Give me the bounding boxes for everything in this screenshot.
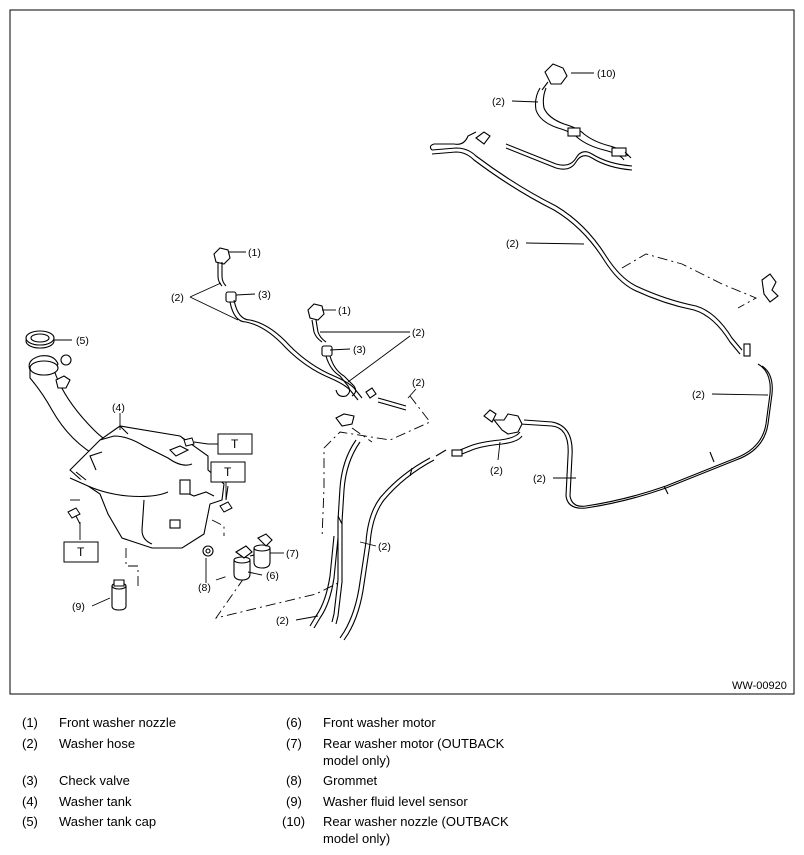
callout-6: (6) [266, 570, 279, 582]
parts-legend: (1) Front washer nozzle (2) Washer hose … [22, 715, 509, 846]
bolt [67, 437, 233, 525]
callout-2: (2) [412, 377, 425, 389]
rear-washer-nozzle [534, 63, 632, 161]
callout-2: (2) [490, 465, 503, 477]
callout-1: (1) [248, 247, 261, 259]
callout-2: (2) [378, 541, 391, 553]
check-valve [225, 291, 333, 357]
dash-leader-motors [214, 575, 341, 619]
rear-washer-hose [429, 131, 779, 509]
diagram-frame [9, 9, 795, 695]
callout-2: (2) [412, 327, 425, 339]
callout-3: (3) [353, 344, 366, 356]
figure-code: WW-00920 [732, 680, 787, 692]
torque-mark: T [224, 465, 232, 479]
front-washer-nozzle [213, 247, 327, 343]
callout-2: (2) [276, 615, 289, 627]
callout-2: (2) [692, 389, 705, 401]
front-washer-hose [229, 299, 407, 427]
grommet [202, 545, 214, 557]
callout-1: (1) [338, 305, 351, 317]
callout-10: (10) [597, 68, 616, 80]
dash-leader-rear [621, 253, 758, 309]
callout-4: (4) [112, 402, 125, 414]
torque-box [63, 433, 253, 563]
front-hose-lower [309, 439, 447, 641]
callout-9: (9) [72, 601, 85, 613]
callout-2: (2) [533, 473, 546, 485]
washer-system-diagram: T T T (10) (2) (2) (2) (2) (2) (2) (2) (… [9, 9, 795, 695]
callout-2: (2) [492, 96, 505, 108]
dash-leader-front [321, 395, 431, 539]
callout-7: (7) [286, 548, 299, 560]
front-washer-motor [233, 545, 259, 581]
torque-mark: T [231, 437, 239, 451]
callout-2: (2) [506, 238, 519, 250]
callout-5: (5) [76, 335, 89, 347]
rear-check-valve [451, 409, 523, 457]
washer-fluid-level-sensor [111, 579, 127, 611]
callout-8: (8) [198, 582, 211, 594]
callout-3: (3) [258, 289, 271, 301]
rear-washer-motor [253, 533, 273, 569]
callout-2: (2) [171, 292, 184, 304]
washer-tank [28, 354, 225, 549]
washer-tank-cap [25, 330, 55, 349]
torque-mark: T [77, 545, 85, 559]
